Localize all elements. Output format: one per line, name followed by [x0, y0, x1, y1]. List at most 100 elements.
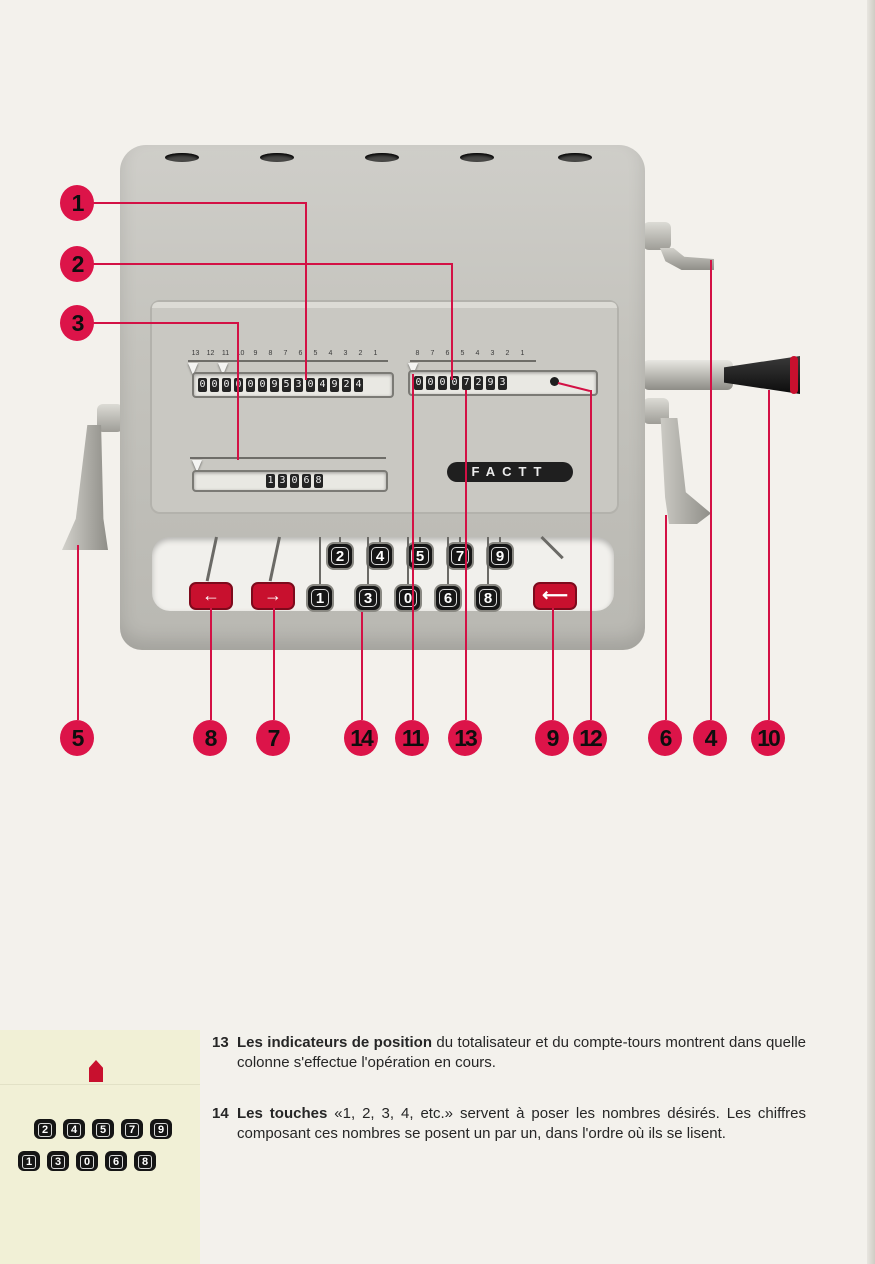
key-stem — [459, 537, 461, 542]
number-key-5[interactable]: 5 — [406, 542, 434, 570]
register-digit: 0 — [306, 378, 315, 392]
scale-number: 13 — [191, 350, 200, 357]
leader-line — [768, 390, 770, 720]
leader-line — [451, 263, 453, 380]
legend-key-6: 6 — [105, 1151, 127, 1171]
legend-key-3: 3 — [47, 1151, 69, 1171]
register-digit: 0 — [246, 378, 255, 392]
scale-number: 12 — [206, 350, 215, 357]
register-digit: 1 — [266, 474, 275, 488]
callout-9: 9 — [535, 720, 569, 756]
legend-key-label: 7 — [125, 1123, 139, 1137]
legend-key-8: 8 — [134, 1151, 156, 1171]
callout-3: 3 — [60, 305, 94, 341]
main-crank-handle — [724, 356, 800, 394]
legend-key-label: 8 — [138, 1155, 152, 1169]
shift-left-key[interactable]: ← — [189, 582, 233, 610]
legend-key-label: 1 — [22, 1155, 36, 1169]
number-key-9[interactable]: 9 — [486, 542, 514, 570]
callout-13: 13 — [448, 720, 482, 756]
number-key-4[interactable]: 4 — [366, 542, 394, 570]
register-digit: 7 — [462, 376, 471, 390]
top-hole — [165, 153, 199, 162]
number-key-7[interactable]: 7 — [446, 542, 474, 570]
legend-key-label: 6 — [109, 1155, 123, 1169]
position-pointer — [188, 363, 198, 375]
legend-key-1: 1 — [18, 1151, 40, 1171]
legend-key-label: 3 — [51, 1155, 65, 1169]
callout-6: 6 — [648, 720, 682, 756]
legend-key-5: 5 — [92, 1119, 114, 1139]
leader-line — [77, 545, 79, 720]
position-pointer — [218, 363, 228, 375]
number-key-6[interactable]: 6 — [434, 584, 462, 612]
position-indicator-icon — [89, 1060, 103, 1082]
key-label: 7 — [451, 547, 469, 565]
callout-14: 14 — [344, 720, 378, 756]
counter-reset-button[interactable] — [550, 377, 559, 386]
key-label: 2 — [331, 547, 349, 565]
shift-right-key[interactable]: → — [251, 582, 295, 610]
legend-key-9: 9 — [150, 1119, 172, 1139]
callout-10: 10 — [751, 720, 785, 756]
key-stem — [339, 537, 341, 542]
clearing-lever-shaft — [643, 222, 671, 250]
register-digit: 2 — [474, 376, 483, 390]
leader-line — [210, 608, 212, 720]
leader-line — [710, 260, 712, 720]
top-hole — [260, 153, 294, 162]
carriage-lip — [152, 302, 617, 308]
key-label: 0 — [399, 589, 417, 607]
callout-12: 12 — [573, 720, 607, 756]
legend-key-label: 0 — [80, 1155, 94, 1169]
scale-number: 3 — [490, 350, 495, 357]
callout-8: 8 — [193, 720, 227, 756]
description-item-13: 13 Les indicateurs de position du totali… — [212, 1033, 806, 1073]
leader-line — [590, 390, 592, 720]
leader-line — [88, 202, 306, 204]
scale-number: 4 — [475, 350, 480, 357]
register-digit: 9 — [270, 378, 279, 392]
number-key-0[interactable]: 0 — [394, 584, 422, 612]
register-digit: 0 — [438, 376, 447, 390]
scale-number: 7 — [430, 350, 435, 357]
scale-number: 10 — [236, 350, 245, 357]
register-digit: 3 — [498, 376, 507, 390]
leader-line — [88, 263, 452, 265]
register-digit: 0 — [258, 378, 267, 392]
callout-1: 1 — [60, 185, 94, 221]
scale-number: 5 — [313, 350, 318, 357]
callout-2: 2 — [60, 246, 94, 282]
leader-line — [237, 322, 239, 460]
item-text: Les touches «1, 2, 3, 4, etc.» servent à… — [237, 1104, 806, 1144]
scale-number: 8 — [415, 350, 420, 357]
top-hole — [558, 153, 592, 162]
clearing-lever — [660, 248, 714, 270]
number-key-2[interactable]: 2 — [326, 542, 354, 570]
return-key[interactable]: ⟵ — [533, 582, 577, 610]
item-number: 13 — [212, 1034, 229, 1051]
legend-key-label: 9 — [154, 1123, 168, 1137]
callout-4: 4 — [693, 720, 727, 756]
leader-line — [412, 374, 414, 720]
item-number: 14 — [212, 1105, 229, 1122]
number-key-1[interactable]: 1 — [306, 584, 334, 612]
setting-pointer — [192, 460, 202, 472]
legend-key-label: 4 — [67, 1123, 81, 1137]
key-label: 1 — [311, 589, 329, 607]
legend-key-2: 2 — [34, 1119, 56, 1139]
register-digit: 5 — [282, 378, 291, 392]
number-key-3[interactable]: 3 — [354, 584, 382, 612]
leader-line — [361, 612, 363, 720]
number-key-8[interactable]: 8 — [474, 584, 502, 612]
scale-number: 1 — [373, 350, 378, 357]
legend-key-7: 7 — [121, 1119, 143, 1139]
item-text: Les indicateurs de position du totalisat… — [237, 1033, 806, 1073]
top-hole — [365, 153, 399, 162]
register-digit: 8 — [314, 474, 323, 488]
